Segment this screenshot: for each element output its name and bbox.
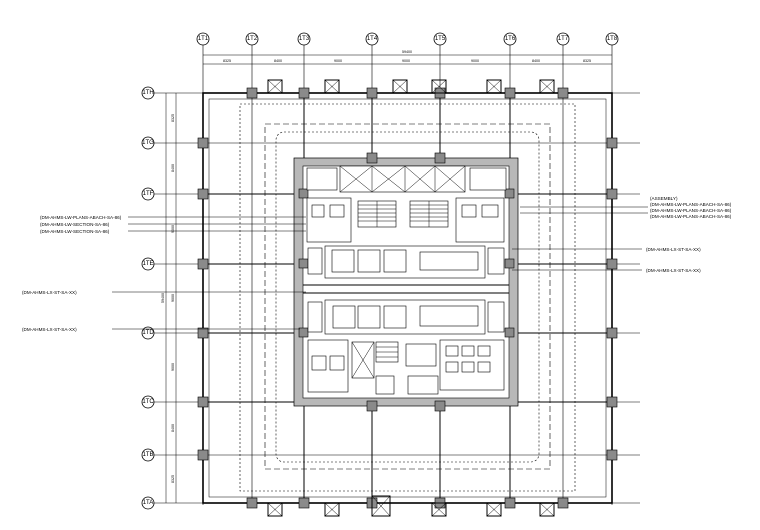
building-core — [293, 157, 519, 407]
grid-bubble-1TA: 1TA — [141, 496, 155, 510]
dim-top-bay-5: 9000 — [471, 59, 479, 63]
grid-bubble-1T8: 1T8 — [605, 32, 619, 46]
dim-left-bay-6: 8400 — [171, 424, 175, 432]
dim-top-bay-3: 9000 — [334, 59, 342, 63]
dim-left-bay-5: 9000 — [171, 363, 175, 371]
grid-label-1TB: 1TB — [142, 452, 153, 458]
grid-label-1TH: 1TH — [142, 90, 153, 96]
note-right-mid-1: (DM-AHMS-LX-ST-SA-XX) — [646, 247, 701, 252]
grid-bubble-1T2: 1T2 — [245, 32, 259, 46]
grid-label-1TA: 1TA — [143, 500, 154, 506]
grid-label-1TF: 1TF — [143, 191, 154, 197]
dim-top-bay-7: 8325 — [583, 59, 591, 63]
grid-bubble-1TB: 1TB — [141, 448, 155, 462]
grid-label-1TG: 1TG — [142, 140, 154, 146]
note-left-upper-2: (DM-AHMS-LW-SECTION-SA-86) — [40, 222, 110, 227]
note-right-mid-2: (DM-AHMS-LX-ST-SA-XX) — [646, 268, 701, 273]
note-right-upper-2: (DM-AHMS-LW-PLANS-ABACH-SA-86) — [650, 208, 732, 213]
note-left-mid: (DM-AHMS-LX-ST-SA-XX) — [22, 290, 77, 295]
grid-label-1TD: 1TD — [142, 330, 154, 336]
grid-bubble-1T4: 1T4 — [365, 32, 379, 46]
grid-label-1TC: 1TC — [142, 399, 154, 405]
grid-label-1T8: 1T8 — [607, 36, 618, 42]
note-right-upper-1: (DM-AHMS-LW-PLANS-ABACH-SA-86) — [650, 202, 732, 207]
grid-bubble-1T3: 1T3 — [297, 32, 311, 46]
right-annotations: (ASSEMBLY) (DM-AHMS-LW-PLANS-ABACH-SA-86… — [512, 196, 732, 273]
note-right-upper-3: (DM-AHMS-LW-PLANS-ABACH-SA-86) — [650, 214, 732, 219]
grid-label-1T7: 1T7 — [558, 36, 569, 42]
dim-top-bay-1: 8325 — [223, 59, 231, 63]
dim-left-bay-4: 9000 — [171, 294, 175, 302]
grid-bubble-1T5: 1T5 — [433, 32, 447, 46]
grid-bubble-1T6: 1T6 — [503, 32, 517, 46]
grid-label-1T6: 1T6 — [505, 36, 516, 42]
note-right-upper-title: (ASSEMBLY) — [650, 196, 678, 201]
dim-left-overall: 59400 — [161, 293, 165, 303]
grid-bubble-1TF: 1TF — [141, 187, 155, 201]
dim-top-bay-6: 8400 — [532, 59, 540, 63]
grid-bubble-1TH: 1TH — [141, 86, 155, 100]
dim-left-bay-2: 8400 — [171, 164, 175, 172]
floor-beams — [208, 98, 607, 498]
grid-label-1T3: 1T3 — [299, 36, 310, 42]
grid-bubble-1TC: 1TC — [141, 395, 155, 409]
left-dimension-string: 59400 8325 8400 9000 9000 9000 8400 8325 — [161, 93, 177, 503]
grid-label-1T2: 1T2 — [247, 36, 258, 42]
dim-left-bay-3: 9000 — [171, 225, 175, 233]
grid-bubble-1T1: 1T1 — [196, 32, 210, 46]
top-dimension-string: 59400 8325 8400 9000 9000 9000 8400 8325 — [203, 50, 612, 65]
grid-bubble-1TD: 1TD — [141, 326, 155, 340]
note-left-upper-3: (DM-AHMS-LW-SECTION-SA-86) — [40, 229, 110, 234]
grid-label-1TE: 1TE — [142, 261, 153, 267]
note-left-low: (DM-AHMS-LX-ST-SA-XX) — [22, 327, 77, 332]
dim-top-overall: 59400 — [402, 50, 412, 54]
grid-bubble-1TG: 1TG — [141, 136, 155, 150]
dim-left-bay-7: 8325 — [171, 475, 175, 483]
grid-label-1T5: 1T5 — [435, 36, 446, 42]
grid-bubble-1T7: 1T7 — [556, 32, 570, 46]
dim-left-bay-1: 8325 — [171, 114, 175, 122]
grid-label-1T4: 1T4 — [367, 36, 378, 42]
left-annotations: (DM-AHMS-LW-PLANS-ABACH-SA-86) (DM-AHMS-… — [22, 215, 306, 332]
facade-units — [267, 79, 555, 517]
grid-label-1T1: 1T1 — [198, 36, 209, 42]
grid-bubble-1TE: 1TE — [141, 257, 155, 271]
note-left-upper-1: (DM-AHMS-LW-PLANS-ABACH-SA-86) — [40, 215, 122, 220]
dim-top-bay-2: 8400 — [274, 59, 282, 63]
dim-top-bay-4: 9000 — [402, 59, 410, 63]
